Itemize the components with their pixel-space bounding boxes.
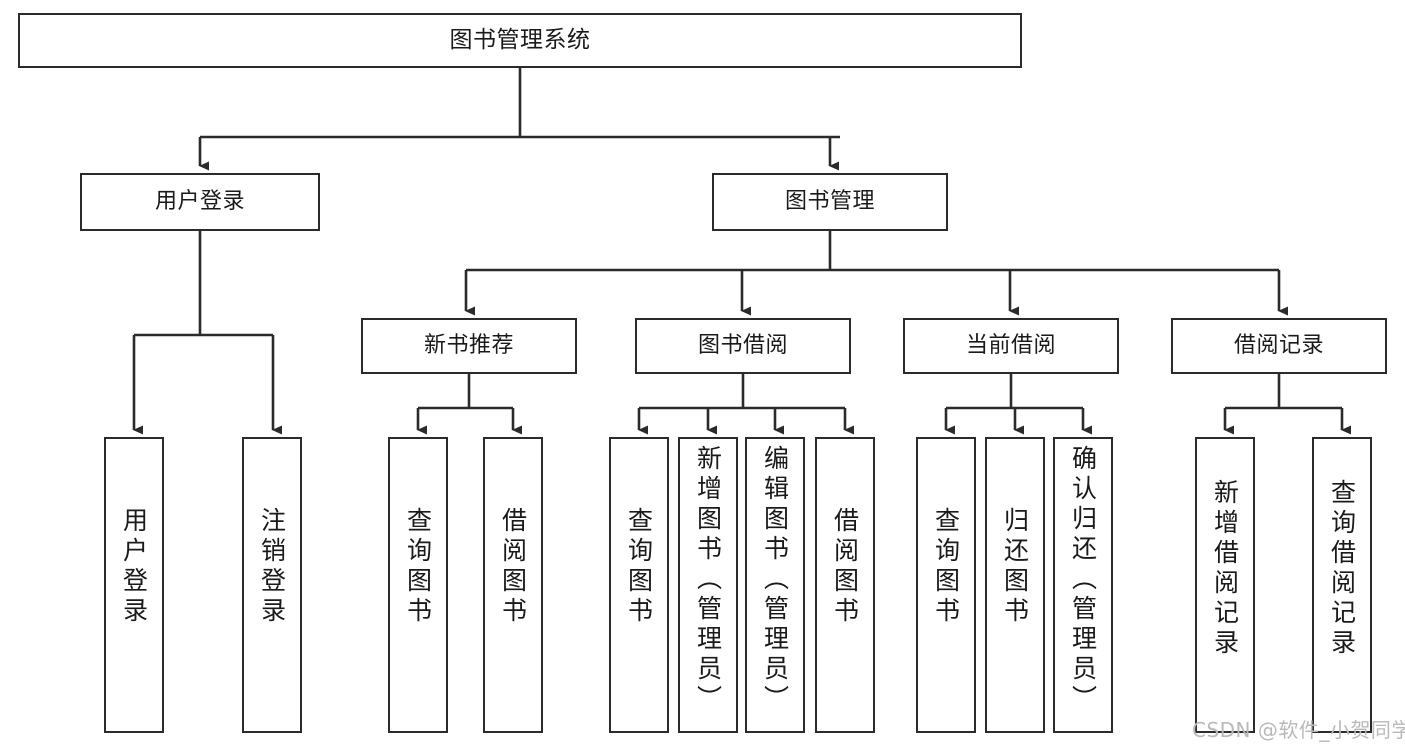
leaf-node[interactable]: 查询图书: [388, 437, 448, 733]
leaf-node[interactable]: 注销登录: [242, 437, 302, 733]
leaf-node-label: 确认归还（管理员）: [1068, 445, 1098, 715]
node-borrow-record-label: 借阅记录: [1233, 332, 1324, 358]
leaf-node[interactable]: 确认归还（管理员）: [1053, 437, 1113, 733]
leaf-node-label: 查询借阅记录: [1327, 479, 1357, 659]
leaf-node[interactable]: 借阅图书: [483, 437, 543, 733]
leaf-node[interactable]: 新增借阅记录: [1195, 437, 1255, 733]
leaf-node[interactable]: 查询借阅记录: [1312, 437, 1372, 733]
node-user-login-label: 用户登录: [154, 188, 245, 214]
node-book-borrow-label: 图书借阅: [697, 332, 788, 358]
node-book-management-label: 图书管理: [784, 188, 875, 214]
leaf-node-label: 借阅图书: [830, 507, 860, 627]
leaf-node-label: 借阅图书: [498, 507, 528, 627]
leaf-node[interactable]: 用户登录: [104, 437, 164, 733]
node-new-book-recommend[interactable]: 新书推荐: [361, 318, 577, 374]
leaf-node-label: 注销登录: [257, 507, 287, 627]
node-borrow-record[interactable]: 借阅记录: [1171, 318, 1387, 374]
node-book-management[interactable]: 图书管理: [712, 173, 948, 231]
node-user-login[interactable]: 用户登录: [80, 173, 320, 231]
leaf-node-label: 查询图书: [624, 507, 654, 627]
leaf-node[interactable]: 查询图书: [916, 437, 976, 733]
leaf-node-label: 查询图书: [403, 507, 433, 627]
leaf-node-label: 归还图书: [1000, 507, 1030, 627]
csdn-watermark: CSDN @软件_小贺同学: [1192, 718, 1405, 742]
node-current-borrow[interactable]: 当前借阅: [903, 318, 1119, 374]
leaf-node[interactable]: 归还图书: [985, 437, 1045, 733]
node-current-borrow-label: 当前借阅: [965, 332, 1056, 358]
leaf-node[interactable]: 借阅图书: [815, 437, 875, 733]
leaf-node[interactable]: 新增图书（管理员）: [678, 437, 738, 733]
node-root[interactable]: 图书管理系统: [18, 13, 1022, 68]
leaf-node-label: 编辑图书（管理员）: [760, 445, 790, 715]
leaf-node[interactable]: 查询图书: [609, 437, 669, 733]
leaf-node[interactable]: 编辑图书（管理员）: [745, 437, 805, 733]
node-book-borrow[interactable]: 图书借阅: [635, 318, 851, 374]
leaf-node-label: 查询图书: [931, 507, 961, 627]
leaf-node-label: 新增图书（管理员）: [693, 445, 723, 715]
node-new-book-recommend-label: 新书推荐: [423, 332, 514, 358]
node-root-label: 图书管理系统: [449, 26, 591, 53]
leaf-node-label: 新增借阅记录: [1210, 479, 1240, 659]
leaf-node-label: 用户登录: [119, 507, 149, 627]
